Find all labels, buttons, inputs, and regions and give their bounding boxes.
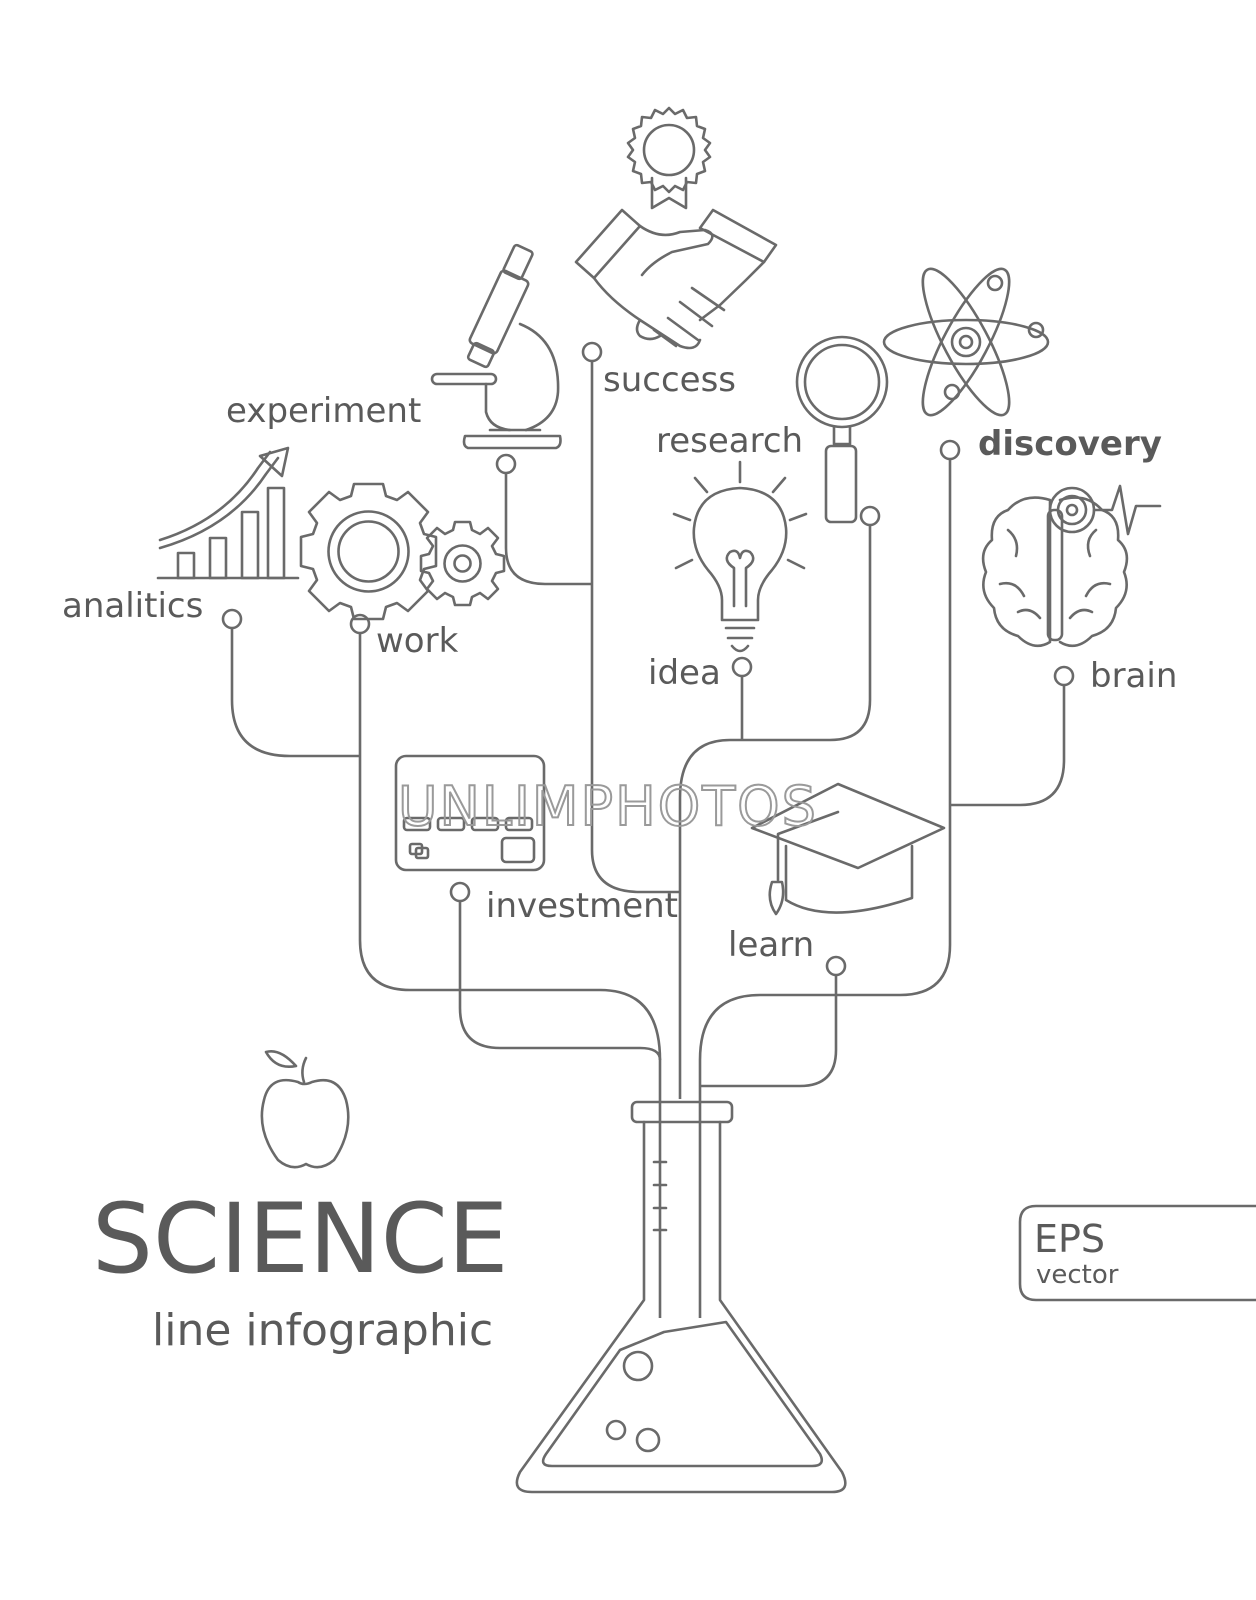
- badge-vector-text: vector: [1036, 1260, 1119, 1290]
- label-learn: learn: [728, 925, 814, 965]
- atom-icon: [882, 267, 1050, 417]
- label-research: research: [656, 421, 803, 461]
- connector-nodes: [221, 341, 1075, 977]
- page-subtitle: line infographic: [152, 1305, 493, 1356]
- award-medal-icon: [626, 106, 712, 210]
- node-idea: [731, 656, 753, 678]
- label-investment: investment: [486, 886, 678, 926]
- magnifier-icon: [795, 335, 889, 524]
- growth-chart-icon: [156, 446, 300, 580]
- label-success: success: [603, 360, 736, 400]
- flask-icon: [515, 1100, 847, 1494]
- gears-icon: [299, 482, 506, 621]
- brain-icon: [981, 484, 1162, 648]
- graduation-cap-icon: [750, 782, 946, 916]
- node-success: [581, 341, 603, 363]
- node-analitics: [221, 608, 243, 630]
- label-work: work: [376, 621, 459, 661]
- node-investment: [449, 881, 471, 903]
- connector-lines: [230, 356, 1066, 1318]
- node-brain: [1053, 665, 1075, 687]
- apple-icon: [260, 1050, 350, 1169]
- lightbulb-icon: [672, 460, 808, 653]
- credit-card-icon: [394, 754, 546, 872]
- eps-badge: EPS vector: [1018, 1204, 1256, 1302]
- node-learn: [825, 955, 847, 977]
- page-title: SCIENCE: [92, 1183, 508, 1295]
- label-discovery: discovery: [978, 424, 1162, 464]
- node-discovery: [939, 439, 961, 461]
- label-analitics: analitics: [62, 586, 203, 626]
- watermark: UNLIMPHOTOS: [398, 775, 818, 838]
- node-experiment: [495, 453, 517, 475]
- label-brain: brain: [1090, 656, 1177, 696]
- node-research: [859, 505, 881, 527]
- label-idea: idea: [648, 653, 721, 693]
- microscope-icon: [430, 243, 562, 450]
- handshake-icon: [574, 208, 778, 350]
- badge-eps-text: EPS: [1034, 1217, 1105, 1261]
- label-experiment: experiment: [226, 391, 421, 431]
